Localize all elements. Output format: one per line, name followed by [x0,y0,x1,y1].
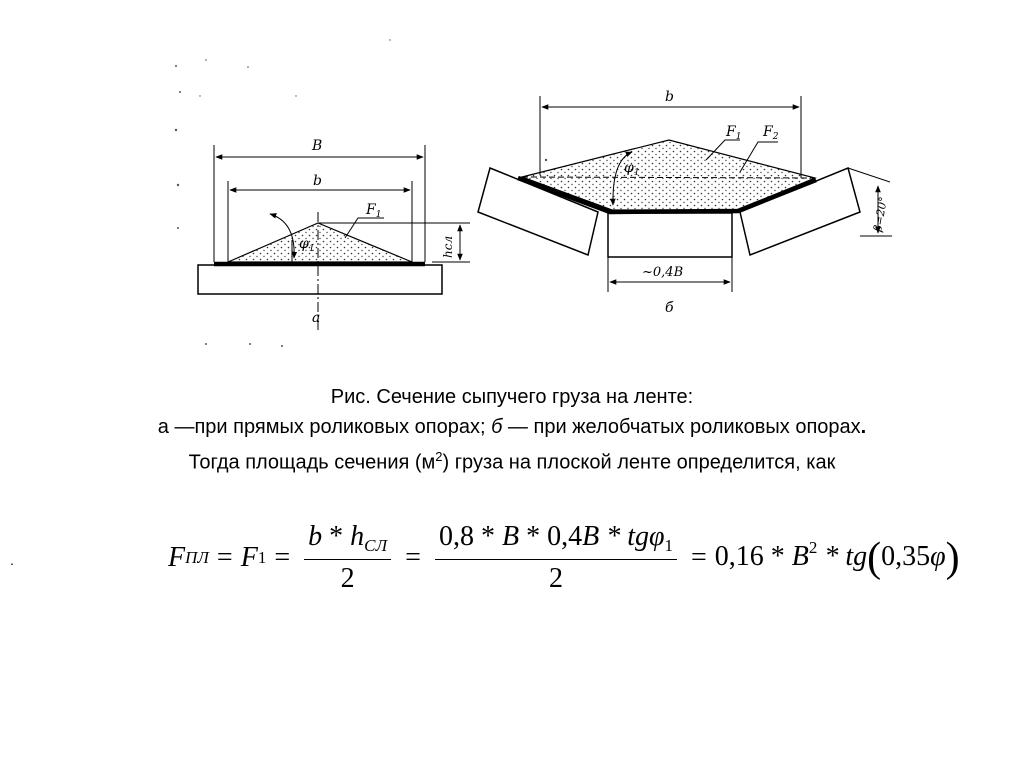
troughed-F2-leader [739,141,778,173]
troughed-F1-F2-divider [521,176,816,179]
fraction-1: b * hСЛ 2 [304,521,392,595]
flat-label-B: В [311,138,322,154]
caption-line-3: Тогда площадь сечения (м2) груза на плос… [188,449,836,474]
caption-line-1: Рис. Сечение сыпучего груза на ленте: [330,386,694,408]
caption-line-2: а —при прямых роликовых опорах; б — при … [157,416,867,438]
flat-label-phi: φ1 [299,236,315,254]
troughed-label-b: b [665,89,674,105]
flat-load-triangle [227,222,413,263]
formula-rhs: 0,16 * B2 * tg(0,35φ) [714,535,960,581]
troughed-label-04B: ~0,4В [642,265,683,280]
troughed-label-beta: β=20° [871,196,890,234]
fraction-2: 0,8 * B * 0,4B * tgφ1 2 [434,521,677,595]
figure-caption: Рис. Сечение сыпучего груза на ленте: а … [0,382,1024,478]
flat-angle-arc [269,213,298,259]
flat-label-b: b [313,173,322,189]
flat-label-F1: F1 [365,202,381,220]
troughed-label-F2: F2 [762,124,779,142]
troughed-label-F1: F1 [725,124,741,142]
troughed-belt [517,175,817,215]
conveyor-cross-section-diagram: В b F1 φ1 hсл а b F1 F2 φ1 β= [174,39,892,347]
troughed-label-phi: φ1 [624,160,640,178]
flat-label-view: а [312,310,320,326]
left-side-roller [477,166,599,257]
scan-specks [174,39,548,347]
flat-belt-section [197,145,470,332]
troughed-angle-arc [610,151,633,206]
troughed-belt-section [477,96,892,292]
centre-roller [607,212,733,258]
flat-roller [197,264,443,295]
flat-label-h: hсл [441,236,455,258]
flat-F1-leader [344,217,384,239]
troughed-F1-leader [705,139,740,161]
troughed-label-view: б [665,300,674,316]
stray-dot: . [10,552,14,568]
